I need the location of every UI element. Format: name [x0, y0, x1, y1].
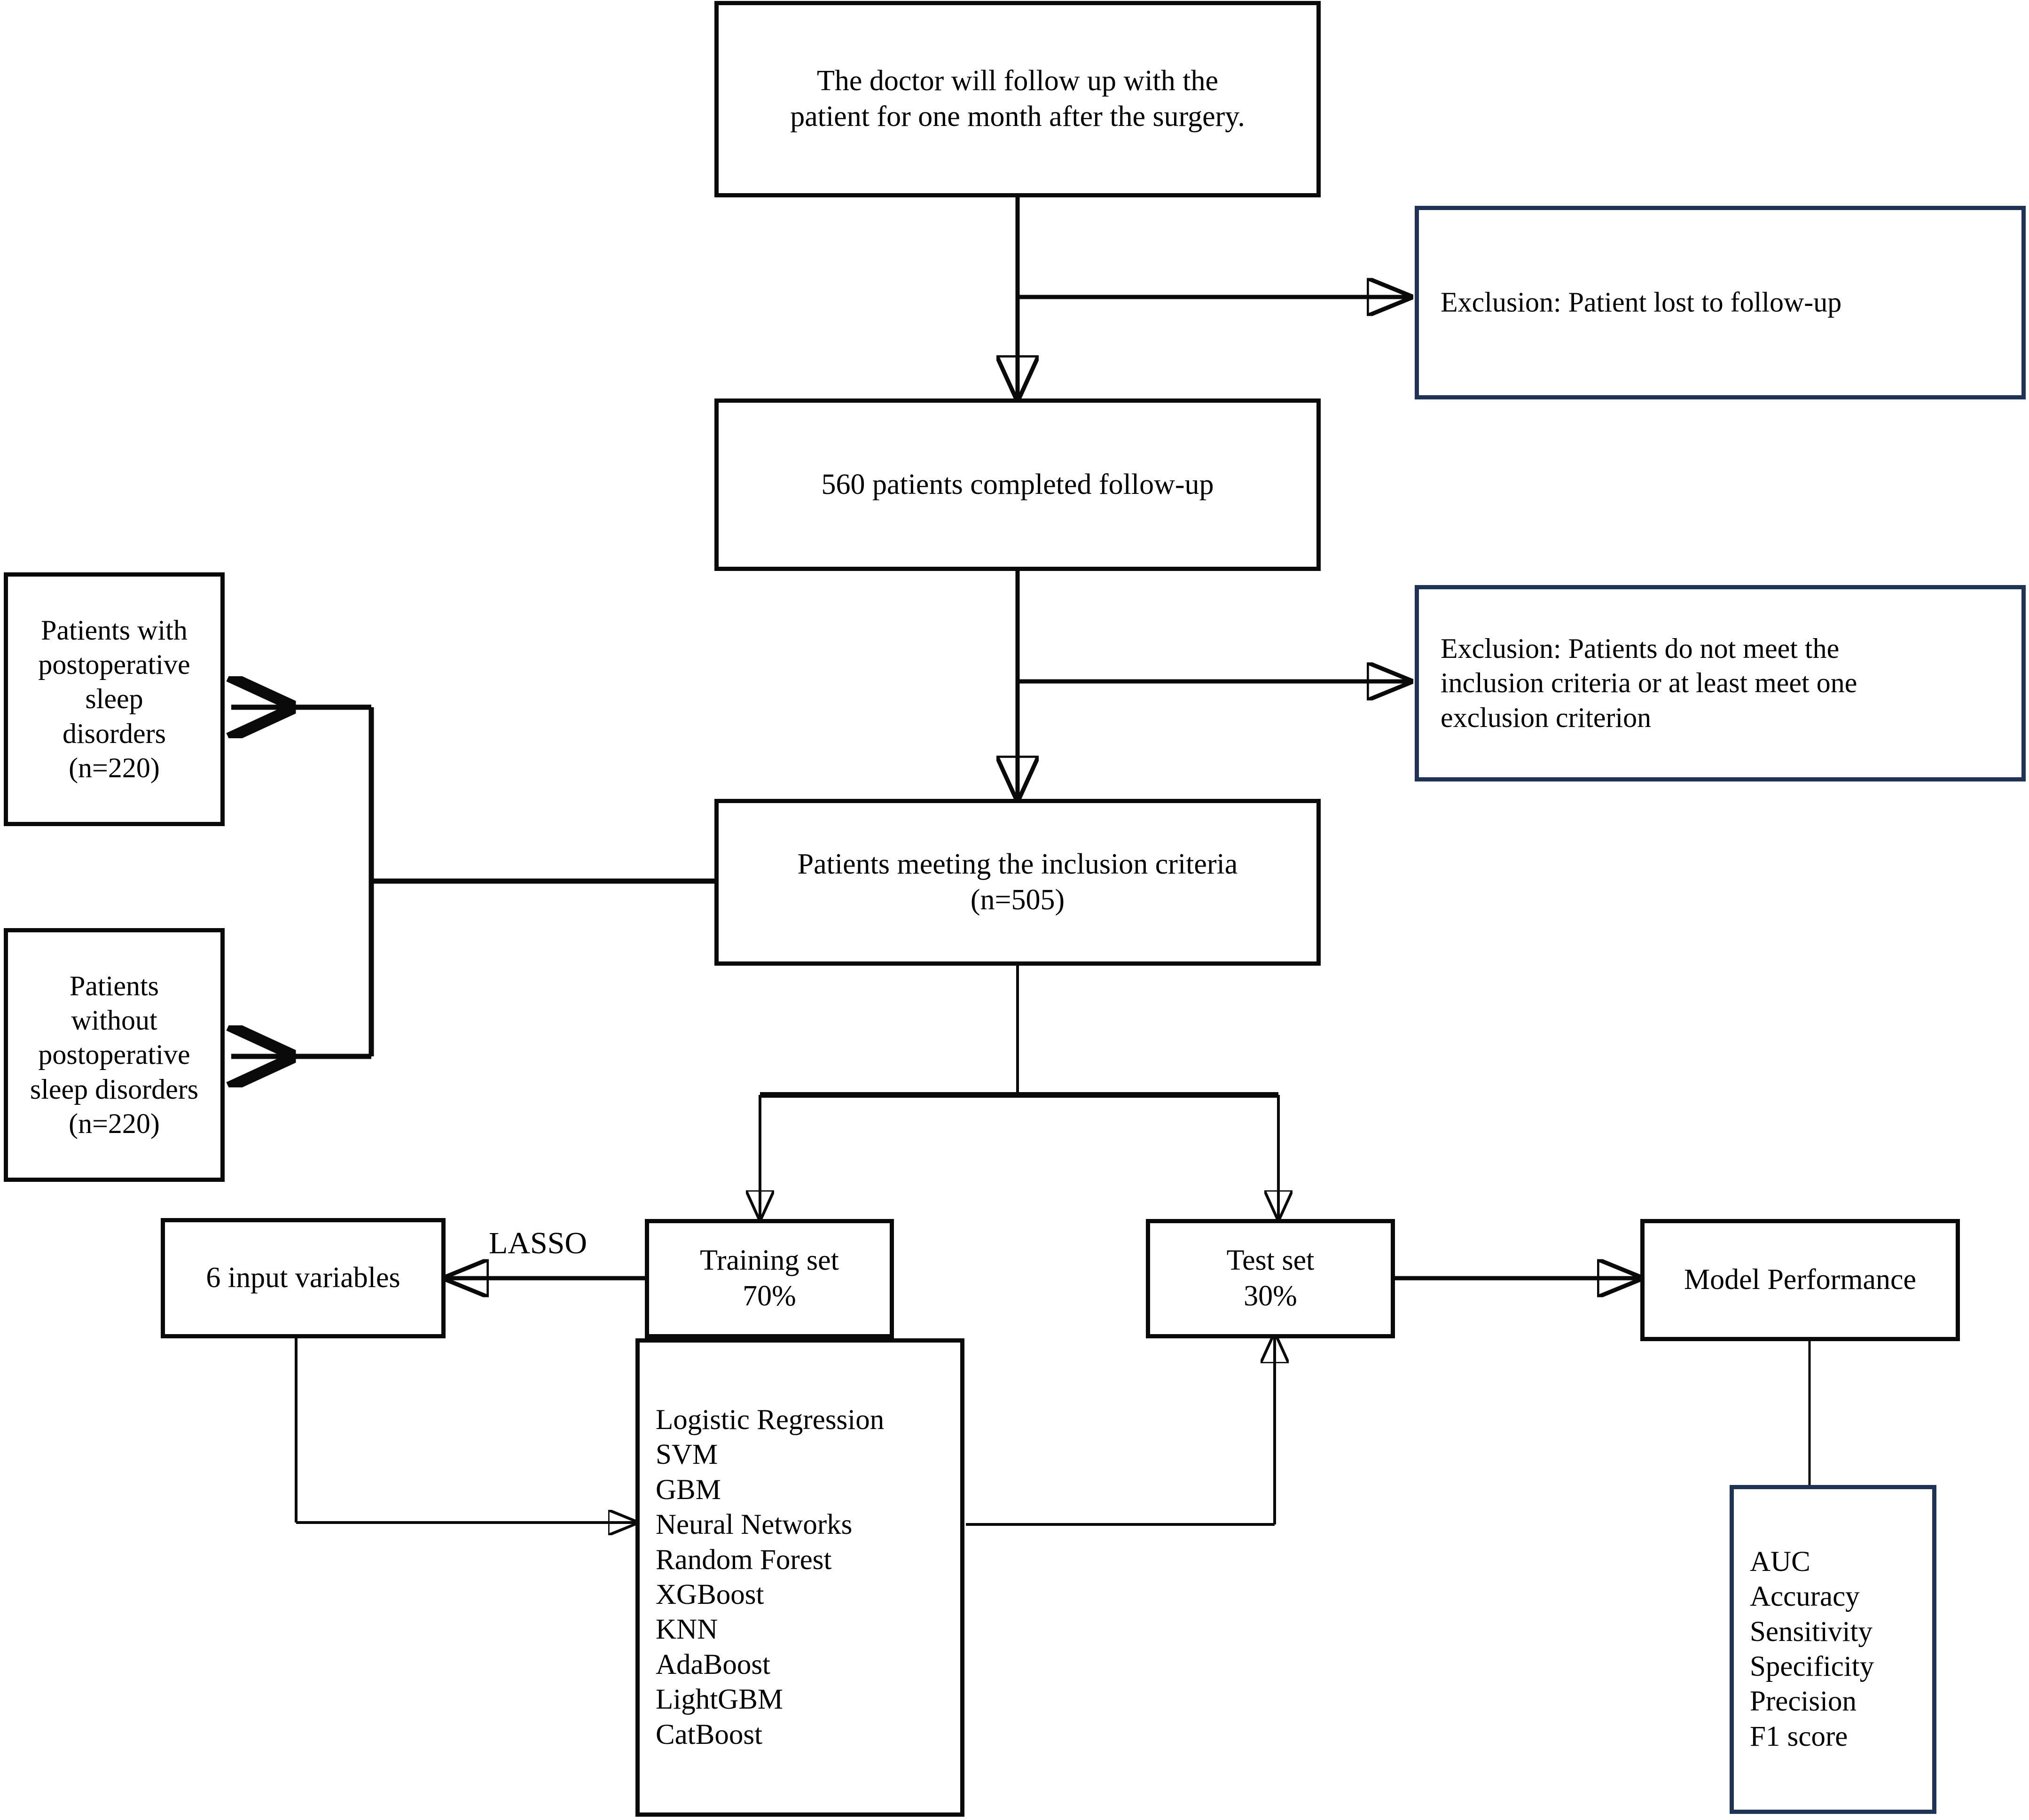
node-completed-followup[interactable]: 560 patients completed follow-up — [714, 398, 1321, 571]
node-metrics[interactable]: AUC Accuracy Sensitivity Specificity Pre… — [1730, 1485, 1936, 1814]
node-algorithms-label: Logistic Regression SVM GBM Neural Netwo… — [656, 1404, 885, 1750]
node-followup[interactable]: The doctor will follow up with the patie… — [714, 1, 1321, 197]
node-input-variables-label: 6 input variables — [206, 1262, 400, 1294]
node-training-set-label: Training set 70% — [700, 1244, 839, 1312]
node-inclusion-criteria-label: Patients meeting the inclusion criteria … — [797, 848, 1238, 916]
lasso-text: LASSO — [489, 1226, 588, 1260]
node-training-set[interactable]: Training set 70% — [645, 1219, 894, 1338]
node-patients-with-sleep-disorders[interactable]: Patients with postoperative sleep disord… — [4, 572, 225, 826]
node-exclusion-criteria-label: Exclusion: Patients do not meet the incl… — [1441, 633, 1857, 733]
node-patients-without-sleep-disorders[interactable]: Patients without postoperative sleep dis… — [4, 928, 225, 1182]
node-completed-followup-label: 560 patients completed follow-up — [821, 468, 1214, 500]
node-input-variables[interactable]: 6 input variables — [161, 1218, 446, 1338]
node-metrics-label: AUC Accuracy Sensitivity Specificity Pre… — [1750, 1546, 1874, 1752]
node-test-set-label: Test set 30% — [1226, 1244, 1315, 1312]
node-exclusion-criteria[interactable]: Exclusion: Patients do not meet the incl… — [1415, 585, 2026, 781]
node-test-set[interactable]: Test set 30% — [1146, 1219, 1395, 1338]
node-inclusion-criteria[interactable]: Patients meeting the inclusion criteria … — [714, 799, 1321, 966]
node-model-performance[interactable]: Model Performance — [1640, 1219, 1960, 1341]
node-without-disorder-label: Patients without postoperative sleep dis… — [30, 970, 199, 1139]
node-model-performance-label: Model Performance — [1684, 1264, 1917, 1296]
edge-label-lasso: LASSO — [489, 1226, 587, 1261]
node-exclusion-lost[interactable]: Exclusion: Patient lost to follow-up — [1415, 206, 2026, 399]
node-exclusion-lost-label: Exclusion: Patient lost to follow-up — [1441, 287, 1842, 318]
node-followup-label: The doctor will follow up with the patie… — [790, 65, 1245, 133]
node-with-disorder-label: Patients with postoperative sleep disord… — [38, 615, 190, 783]
node-algorithms[interactable]: Logistic Regression SVM GBM Neural Netwo… — [635, 1338, 964, 1817]
